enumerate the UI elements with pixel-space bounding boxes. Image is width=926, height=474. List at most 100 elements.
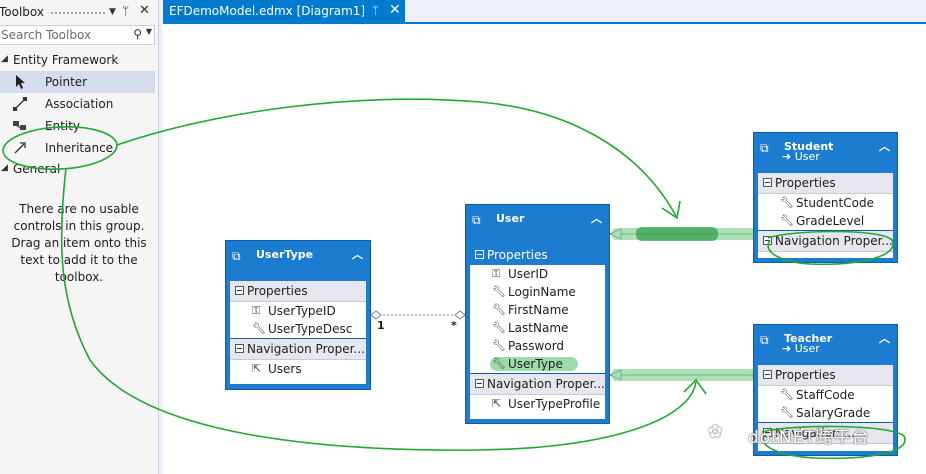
watermark: ✿ dotNET跨平台 [706, 420, 902, 448]
entity-body: Properties ⚿ UserTypeID 🔧︎ UserTypeDesc … [230, 281, 366, 384]
toolbox-close-icon[interactable]: ✕ [139, 3, 150, 18]
collapse-chevron-icon[interactable]: ︿ [352, 248, 363, 261]
properties-section-header[interactable]: Properties [758, 365, 893, 386]
property-name: LastName [508, 321, 569, 335]
pointer-icon [12, 74, 28, 90]
section-label: Properties [487, 248, 548, 262]
toolbox-drag-grip[interactable] [50, 11, 106, 16]
toolbox-item-association[interactable]: Association [0, 93, 155, 115]
entity-name: Teacher [784, 332, 833, 345]
entity-student[interactable]: ⧉ Student ➔ User ︿ Properties 🔧︎ Student… [753, 132, 898, 263]
property-row[interactable]: 🔧︎ UserTypeDesc [230, 320, 366, 338]
property-name: UserID [508, 267, 549, 281]
collapse-box-icon[interactable] [763, 178, 772, 187]
search-icon[interactable]: ⚲ [133, 27, 142, 41]
association-end-diamond [370, 310, 382, 320]
property-name: UserType [508, 357, 563, 371]
wrench-icon: 🔧︎ [492, 285, 506, 298]
entity-usertype[interactable]: ⧉ UserType ︿ Properties ⚿ UserTypeID 🔧︎ … [225, 240, 371, 390]
navigation-section-header[interactable]: Navigation Proper... [230, 339, 366, 360]
tab-edmx-diagram[interactable]: EFDemoModel.edmx [Diagram1] ᛘ ✕ [163, 0, 405, 22]
toolbox-pin-icon[interactable]: ᛘ [122, 4, 130, 18]
base-type-label: ➔ User [782, 150, 820, 163]
property-name: UserTypeProfile [508, 397, 601, 411]
property-row[interactable]: 🔧︎ LastName [470, 319, 605, 337]
property-row[interactable]: ⚿ UserTypeID [230, 302, 366, 320]
properties-section-header[interactable]: Properties [230, 281, 366, 302]
group-label: Entity Framework [13, 53, 119, 67]
navigation-section-header[interactable]: Navigation Proper... [758, 231, 893, 252]
collapse-chevron-icon[interactable]: ︿ [879, 332, 890, 345]
wrench-icon: 🔧︎ [780, 406, 794, 419]
key-icon: ⚿ [492, 267, 501, 280]
toolbox-search-placeholder: Search Toolbox [1, 28, 92, 42]
entity-header[interactable]: ⧉ Teacher ➔ User ︿ [754, 325, 897, 355]
property-row[interactable]: 🔧︎ SalaryGrade [758, 404, 893, 422]
entity-name: User [496, 212, 525, 225]
close-tab-icon[interactable]: ✕ [389, 2, 401, 18]
nav-property-row[interactable]: ⇱ UserTypeProfile [470, 395, 605, 413]
collapse-chevron-icon[interactable]: ︿ [879, 140, 890, 153]
property-name: Users [268, 362, 302, 376]
wechat-logo-icon: ✿ [708, 422, 724, 442]
property-name: GradeLevel [796, 214, 865, 228]
collapse-box-icon[interactable] [763, 370, 772, 379]
key-icon: ⚿ [252, 304, 261, 317]
wrench-icon: 🔧︎ [492, 303, 506, 316]
base-type-name: User [794, 150, 820, 163]
property-row[interactable]: 🔧︎ LoginName [470, 283, 605, 301]
property-row-usertype[interactable]: 🔧︎ UserType [470, 355, 605, 373]
collapse-box-icon[interactable] [235, 344, 244, 353]
search-dropdown-icon[interactable]: ▼ [145, 27, 152, 36]
collapse-box-icon[interactable] [235, 286, 244, 295]
section-divider [758, 230, 893, 231]
wrench-icon: 🔧︎ [780, 388, 794, 401]
section-label: Navigation Proper... [487, 377, 605, 391]
section-label: Navigation Proper... [775, 234, 893, 248]
item-label: Association [45, 97, 114, 111]
property-name: SalaryGrade [796, 406, 871, 420]
property-row[interactable]: 🔧︎ StudentCode [758, 194, 893, 212]
entity-name: UserType [256, 248, 314, 261]
property-name: UserTypeID [268, 304, 336, 318]
wrench-icon: 🔧︎ [252, 322, 266, 335]
entity-header[interactable]: ⧉ Student ➔ User ︿ [754, 133, 897, 163]
inheritance-highlight [612, 369, 758, 381]
section-label: Properties [775, 176, 836, 190]
entity-header[interactable]: ⧉ User ︿ [466, 205, 609, 235]
property-row[interactable]: 🔧︎ GradeLevel [758, 212, 893, 230]
multiplicity-many: * [451, 319, 457, 332]
collapse-box-icon[interactable] [475, 379, 484, 388]
property-name: Password [508, 339, 565, 353]
toolbox-item-pointer[interactable]: Pointer [0, 71, 155, 93]
navigation-property-icon: ⇱ [252, 362, 262, 375]
property-row[interactable]: 🔧︎ Password [470, 337, 605, 355]
collapse-triangle-icon[interactable]: ◢ [1, 54, 8, 64]
toolbox-title-bar: Toolbox ▼ ᛘ ✕ [0, 3, 158, 23]
inheritance-highlight [636, 227, 718, 241]
pin-tab-icon[interactable]: ᛘ [372, 4, 379, 17]
tab-label: EFDemoModel.edmx [Diagram1] [169, 4, 366, 18]
property-row[interactable]: ⚿ UserID [470, 265, 605, 283]
navigation-property-icon: ⇱ [492, 397, 502, 410]
toolbox-dropdown-icon[interactable]: ▼ [109, 7, 116, 17]
properties-section-header[interactable]: Properties [470, 245, 605, 265]
toolbox-search-input[interactable]: Search Toolbox ⚲ ▼ [0, 25, 155, 45]
properties-section-header[interactable]: Properties [758, 173, 893, 194]
collapse-box-icon[interactable] [475, 250, 484, 259]
collapse-chevron-icon[interactable]: ︿ [591, 212, 602, 225]
entity-header[interactable]: ⧉ UserType ︿ [226, 241, 370, 271]
navigation-section-header[interactable]: Navigation Proper... [470, 374, 605, 395]
multiplicity-one: 1 [377, 319, 385, 332]
property-row[interactable]: 🔧︎ StaffCode [758, 386, 893, 404]
property-name: FirstName [508, 303, 569, 317]
property-row[interactable]: 🔧︎ FirstName [470, 301, 605, 319]
toolbox-title: Toolbox [0, 5, 44, 19]
section-label: Properties [247, 284, 308, 298]
toolbox-group-entity-framework[interactable]: ◢ Entity Framework [0, 51, 158, 71]
entity-body: Properties 🔧︎ StudentCode 🔧︎ GradeLevel … [758, 173, 893, 258]
collapse-box-icon[interactable] [763, 236, 772, 245]
nav-property-row[interactable]: ⇱ Users [230, 360, 366, 378]
entity-user[interactable]: ⧉ User ︿ Properties ⚿ UserID 🔧︎ LoginNam… [465, 204, 610, 424]
entity-icon: ⧉ [760, 333, 769, 347]
